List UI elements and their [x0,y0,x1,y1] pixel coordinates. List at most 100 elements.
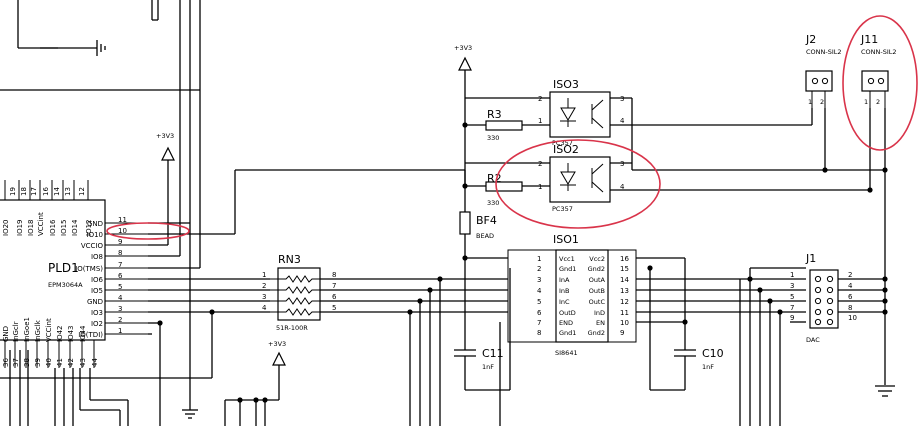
rn3-resistor-element [270,286,320,294]
junction-dot [882,276,888,282]
iso-output-nets [610,97,886,385]
annotation-ring-j11 [842,15,918,151]
pld1-right-num-6: 5 [118,283,122,291]
pld1-bottom-pin-0: GND [2,326,10,342]
j1-right-pin-1: 4 [848,282,853,290]
iso1-ref: ISO1 [553,233,579,246]
rn3-right-pin-1: 7 [332,282,336,290]
pld1-bottom-num-7: 43 [79,358,87,367]
junction-dot [462,183,468,189]
iso2-part: PC357 [552,205,573,213]
bf4-bead: BF4 BEAD [459,211,508,350]
iso1-right-pin-7: 9 [620,329,624,337]
rn3-resistor-element [270,308,320,316]
iso1-left-pin-6: 7 [537,319,541,327]
annotation-ring-io10 [106,222,190,240]
pld1-top-pin-6: IO14 [71,219,79,236]
pld1-right-signal-7: GND [87,298,103,306]
pld1-right-num-1: 10 [118,227,127,235]
iso2-pin3: 3 [620,160,624,168]
pld1-right-signal-2: VCCIO [81,242,104,250]
j11-connector: J11 CONN-SIL2 1 2 [860,33,897,108]
power-label-rn3: +3V3 [268,340,286,348]
iso3-pin4: 4 [620,117,625,125]
pld1-bottom-num-8: 44 [91,358,99,367]
junction-dot [822,167,828,173]
pld-io-nets [148,0,466,426]
iso1-left-signal-1: Gnd1 [559,265,576,273]
junction-dot [882,167,888,173]
j2-part: CONN-SIL2 [806,48,842,56]
iso1-left-signal-0: Vcc1 [559,255,575,263]
annotation-ring-iso2 [495,139,661,229]
pld1-right-signal-6: IO5 [91,287,103,295]
pld1-top-num-4: 14 [53,187,61,196]
j11-ref: J11 [860,33,878,46]
power-symbol-rn3: +3V3 [224,340,286,426]
j1-left-pin-1: 3 [790,282,794,290]
pld1-top-num-1: 18 [20,187,28,196]
junction-dot [682,319,688,325]
iso1-right-signal-0: Vcc2 [589,255,605,263]
rn3-to-iso1-nets [320,278,508,426]
pld1-right-num-10: 1 [118,327,122,335]
pld1-right-num-7: 4 [118,294,123,302]
junction-dot [262,397,268,403]
j1-left-pin-4: 9 [790,314,794,322]
pld1-right-signal-0: GND [87,220,103,228]
iso1-left-pin-3: 4 [537,287,542,295]
pld1-bottom-pin-7: IO44 [79,325,87,342]
rn3-left-pin-1: 2 [262,282,266,290]
pld1-top-pin-7: IO12 [85,220,93,236]
bottom-left-wiring [0,312,213,426]
iso2-ref: ISO2 [553,143,579,156]
iso3-ref: ISO3 [553,78,579,91]
c11-value: 1nF [482,363,494,371]
iso1-right-pin-4: 12 [620,298,629,306]
pld1-right-signal-1: IO10 [87,231,103,239]
iso2-pin1: 1 [538,183,542,191]
junction-dot [767,298,773,304]
iso1-right-pin-6: 10 [620,319,629,327]
iso1-right-signal-1: Gnd2 [588,265,605,273]
iso1-right-pin-1: 15 [620,265,629,273]
j1-left-pin-0: 1 [790,271,794,279]
iso2-optocoupler: ISO2 2 1 3 4 PC357 [538,143,625,213]
j2-connector: J2 CONN-SIL2 1 2 [805,33,842,108]
rn3-resistor-element [270,275,320,283]
iso1-left-pin-5: 6 [537,309,542,317]
iso1-left-pin-7: 8 [537,329,541,337]
rn3-left-pin-0: 1 [262,271,266,279]
iso1-outer-pin-box [507,249,637,343]
pld1-part: EPM3064A [48,281,83,289]
junction-dot [417,298,423,304]
pld1-right-num-3: 8 [118,249,122,257]
iso1-left-signal-4: InC [559,298,570,306]
junction-dot [437,276,443,282]
junction-dot [209,309,215,315]
junction-dot [757,287,763,293]
iso1-right-pin-0: 16 [620,255,629,263]
pld1-top-pin-1: IO19 [16,220,24,236]
j1-pin-hole [814,308,822,316]
rn3-right-pin-2: 6 [332,293,337,301]
pld1-right-signal-5: IO6 [91,276,104,284]
j1-left-pin-3: 7 [790,304,794,312]
rn3-right-pin-0: 8 [332,271,336,279]
pld1-top-pin-3: VCCint [37,212,45,236]
iso3-pin2: 2 [538,95,542,103]
pld1-right-num-0: 11 [118,216,127,224]
iso3-optocoupler: ISO3 2 1 3 4 PC357 [538,78,625,147]
junction-dot [777,309,783,315]
power-label-pld: +3V3 [156,132,174,140]
top-left-wiring [0,0,201,91]
j1-pin-hole [814,275,822,283]
j11-pin1: 1 [864,98,868,106]
iso1-right-pin-3: 13 [620,287,629,295]
iso3-pin1: 1 [538,117,542,125]
iso2-pin4: 4 [620,183,625,191]
pld1-top-pin-2: IO18 [27,220,35,236]
